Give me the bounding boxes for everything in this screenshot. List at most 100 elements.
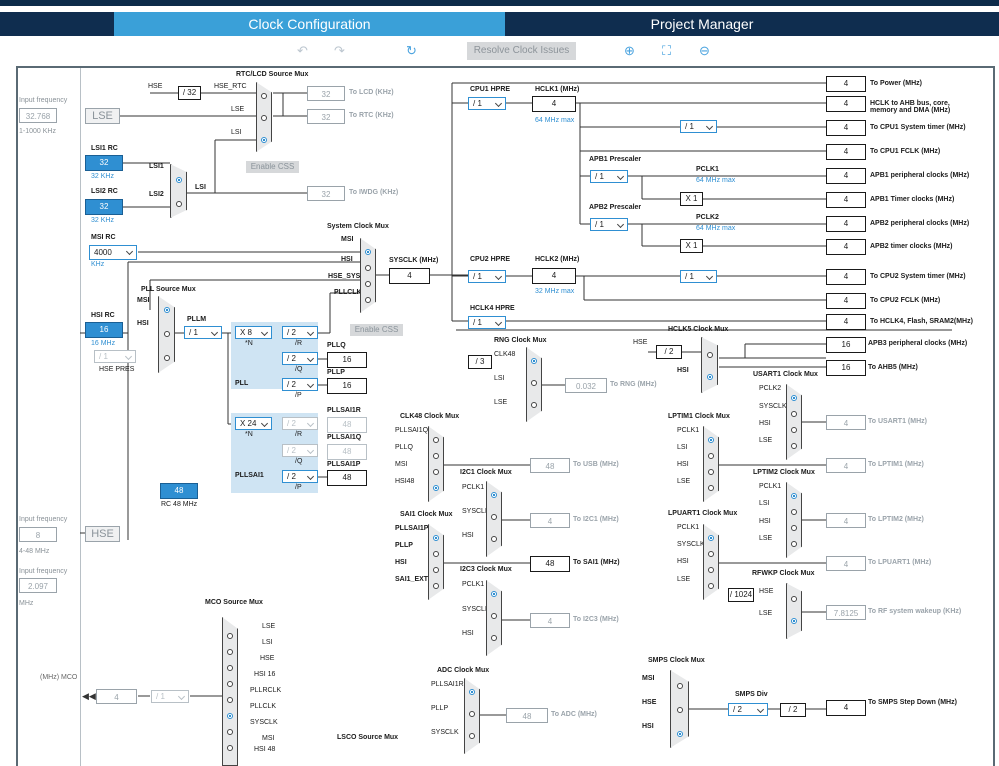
apb1-prescaler-select[interactable]: / 1: [590, 170, 628, 183]
smps-hsi-label: HSI: [642, 723, 654, 730]
sai1-in2: PLLP: [395, 542, 413, 549]
refresh-icon[interactable]: ↻: [406, 43, 417, 58]
clk48-clock-mux[interactable]: [428, 426, 444, 502]
lptim1-in3: HSI: [677, 461, 689, 468]
i2c1-clock-mux[interactable]: [486, 481, 502, 557]
output-value[interactable]: 4: [826, 269, 866, 285]
sysclk-value[interactable]: 4: [389, 268, 430, 284]
pllm-select[interactable]: / 1: [184, 326, 222, 339]
lcd-frequency: 32: [307, 86, 345, 101]
output-label: To CPU1 System timer (MHz): [870, 124, 966, 131]
pllsai1p-select[interactable]: / 2: [282, 470, 318, 483]
pllp-select[interactable]: / 2: [282, 378, 318, 391]
sai1-clock-mux[interactable]: [428, 524, 444, 600]
output-value[interactable]: 4: [826, 76, 866, 92]
pllsai1n-select[interactable]: X 24: [235, 417, 272, 430]
mco-frequency: 4: [96, 689, 137, 704]
hclk4-hpre-select[interactable]: / 1: [468, 316, 506, 329]
undo-icon[interactable]: ↶: [297, 43, 308, 58]
ext-input-frequency[interactable]: 2.097: [19, 578, 57, 593]
smps-mux-title: SMPS Clock Mux: [648, 657, 705, 664]
pllr-select[interactable]: / 2: [282, 326, 318, 339]
output-value[interactable]: 4: [826, 96, 866, 112]
output-value[interactable]: 4: [826, 168, 866, 184]
lpuart1-clock-mux[interactable]: [703, 524, 719, 600]
lse-input-frequency[interactable]: 32.768: [19, 108, 57, 123]
fit-screen-icon[interactable]: ⛶: [662, 43, 672, 58]
msi-range-select[interactable]: 4000: [89, 245, 137, 260]
cpu2-timer-divider-select[interactable]: / 1: [680, 270, 717, 283]
tab-project-manager[interactable]: Project Manager: [650, 16, 754, 32]
usb-frequency: 48: [530, 458, 570, 473]
apb2-prescaler-select[interactable]: / 1: [590, 218, 628, 231]
output-value[interactable]: 4: [826, 314, 866, 330]
cpu1-hpre-select[interactable]: / 1: [468, 97, 506, 110]
adc-clock-mux[interactable]: [464, 678, 480, 754]
usart1-clock-mux[interactable]: [786, 384, 802, 460]
resolve-clock-issues-button[interactable]: Resolve Clock Issues: [467, 42, 576, 60]
output-value[interactable]: 4: [826, 192, 866, 208]
lse-source: LSE: [85, 108, 120, 124]
adc-in3: SYSCLK: [431, 729, 459, 736]
rng-clock-mux[interactable]: [526, 347, 542, 422]
pll-msi-label: MSI: [137, 297, 150, 304]
clk48-in2: PLLQ: [395, 444, 413, 451]
output-value[interactable]: 4: [826, 216, 866, 232]
enable-css-lse-button[interactable]: Enable CSS: [246, 161, 299, 173]
redo-icon[interactable]: ↷: [334, 43, 345, 58]
sai1-frequency[interactable]: 48: [530, 556, 570, 572]
zoom-out-icon[interactable]: ⊖: [699, 43, 710, 58]
apb3-value[interactable]: 16: [826, 337, 866, 353]
rfwkp-clock-mux[interactable]: [786, 583, 802, 639]
output-value[interactable]: 4: [826, 120, 866, 136]
msi-unit: KHz: [91, 261, 105, 268]
tab-clock-configuration[interactable]: Clock Configuration: [114, 12, 505, 36]
to-lpuart1-label: To LPUART1 (MHz): [868, 559, 932, 566]
to-i2c1-label: To I2C1 (MHz): [573, 516, 619, 523]
pll-source-mux[interactable]: [158, 296, 175, 373]
pllsai1q-select[interactable]: / 2: [282, 444, 318, 457]
hse-input-frequency[interactable]: 8: [19, 527, 57, 542]
hsi-value: 16: [85, 322, 123, 338]
output-value[interactable]: 4: [826, 239, 866, 255]
system-clock-mux[interactable]: [360, 238, 376, 313]
pllq-value[interactable]: 16: [327, 352, 367, 368]
hclk2-value[interactable]: 4: [532, 268, 576, 284]
pllp-value[interactable]: 16: [327, 378, 367, 394]
lsi2-rc-label: LSI2 RC: [91, 188, 118, 195]
mco-divider-select[interactable]: / 1: [151, 690, 189, 703]
lptim1-in2: LSI: [677, 444, 688, 451]
hse-rtc-divider[interactable]: / 32: [178, 86, 201, 100]
cpu1-timer-divider-select[interactable]: / 1: [680, 120, 717, 133]
mco-source-mux[interactable]: [222, 617, 238, 766]
enable-css-hse-button[interactable]: Enable CSS: [350, 324, 403, 336]
hclk5-clock-mux[interactable]: [701, 337, 718, 393]
rtc-source-mux[interactable]: [256, 82, 272, 152]
mco-mux-title: MCO Source Mux: [205, 599, 263, 606]
pllsai1p-value[interactable]: 48: [327, 470, 367, 486]
pllq-select[interactable]: / 2: [282, 352, 318, 365]
smps-div-select[interactable]: / 2: [728, 703, 768, 716]
smps-frequency[interactable]: 4: [826, 700, 866, 716]
output-label: To CPU2 System timer (MHz): [870, 273, 966, 280]
plln-select[interactable]: X 8: [235, 326, 272, 339]
cpu2-hpre-select[interactable]: / 1: [468, 270, 506, 283]
lptim2-clock-mux[interactable]: [786, 482, 802, 558]
lsi-source-mux[interactable]: [170, 164, 187, 218]
pllsai1q-value[interactable]: 48: [327, 444, 367, 460]
pllsai1r-value[interactable]: 48: [327, 417, 367, 433]
zoom-in-icon[interactable]: ⊕: [624, 43, 635, 58]
smps-clock-mux[interactable]: [670, 670, 689, 748]
hse-pres-select[interactable]: / 1: [94, 350, 136, 363]
ahb5-value[interactable]: 16: [826, 360, 866, 376]
output-value[interactable]: 4: [826, 144, 866, 160]
i2c3-clock-mux[interactable]: [486, 580, 502, 656]
pllsai1r-select[interactable]: / 2: [282, 417, 318, 430]
to-sai1-label: To SAI1 (MHz): [573, 559, 620, 566]
hclk1-value[interactable]: 4: [532, 96, 576, 112]
output-value[interactable]: 4: [826, 293, 866, 309]
lptim1-clock-mux[interactable]: [703, 426, 719, 502]
hse-pres-label: HSE PRES: [99, 366, 135, 373]
rfwkp-divider: / 1024: [728, 588, 754, 602]
sai1-in3: HSI: [395, 559, 407, 566]
